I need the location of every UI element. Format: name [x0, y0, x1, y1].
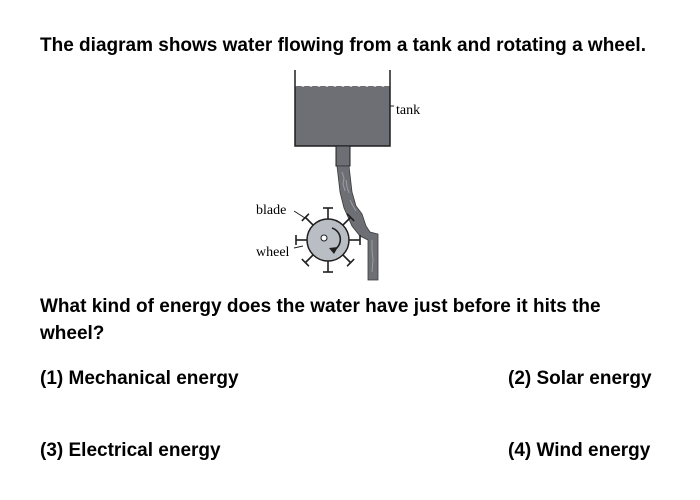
wheel-leader [293, 245, 304, 249]
answer-option-4[interactable]: (4) Wind energy [508, 440, 651, 461]
tank-outlet [335, 145, 351, 167]
stream-texture [341, 171, 374, 273]
wheel-label: wheel [256, 245, 290, 260]
blade-leader [293, 210, 306, 219]
blade-label: blade [256, 203, 286, 218]
tank [294, 70, 391, 167]
answer-option-2[interactable]: (2) Solar energy [508, 368, 652, 389]
tank-water [295, 86, 390, 146]
wheel [295, 207, 361, 273]
rotation-arrowhead [329, 247, 338, 254]
water-wheel-diagram: tank blade wheel [256, 70, 420, 281]
question-intro: The diagram shows water flowing from a t… [40, 35, 646, 56]
question-prompt: What kind of energy does the water have … [40, 296, 601, 344]
wheel-disc [306, 218, 350, 262]
water-stream [336, 165, 379, 281]
tank-label: tank [396, 103, 420, 118]
wheel-blades [295, 207, 361, 273]
answer-option-1[interactable]: (1) Mechanical energy [40, 368, 239, 389]
answer-option-3[interactable]: (3) Electrical energy [40, 440, 221, 461]
wheel-axle [320, 234, 328, 242]
water-surface [294, 83, 391, 87]
